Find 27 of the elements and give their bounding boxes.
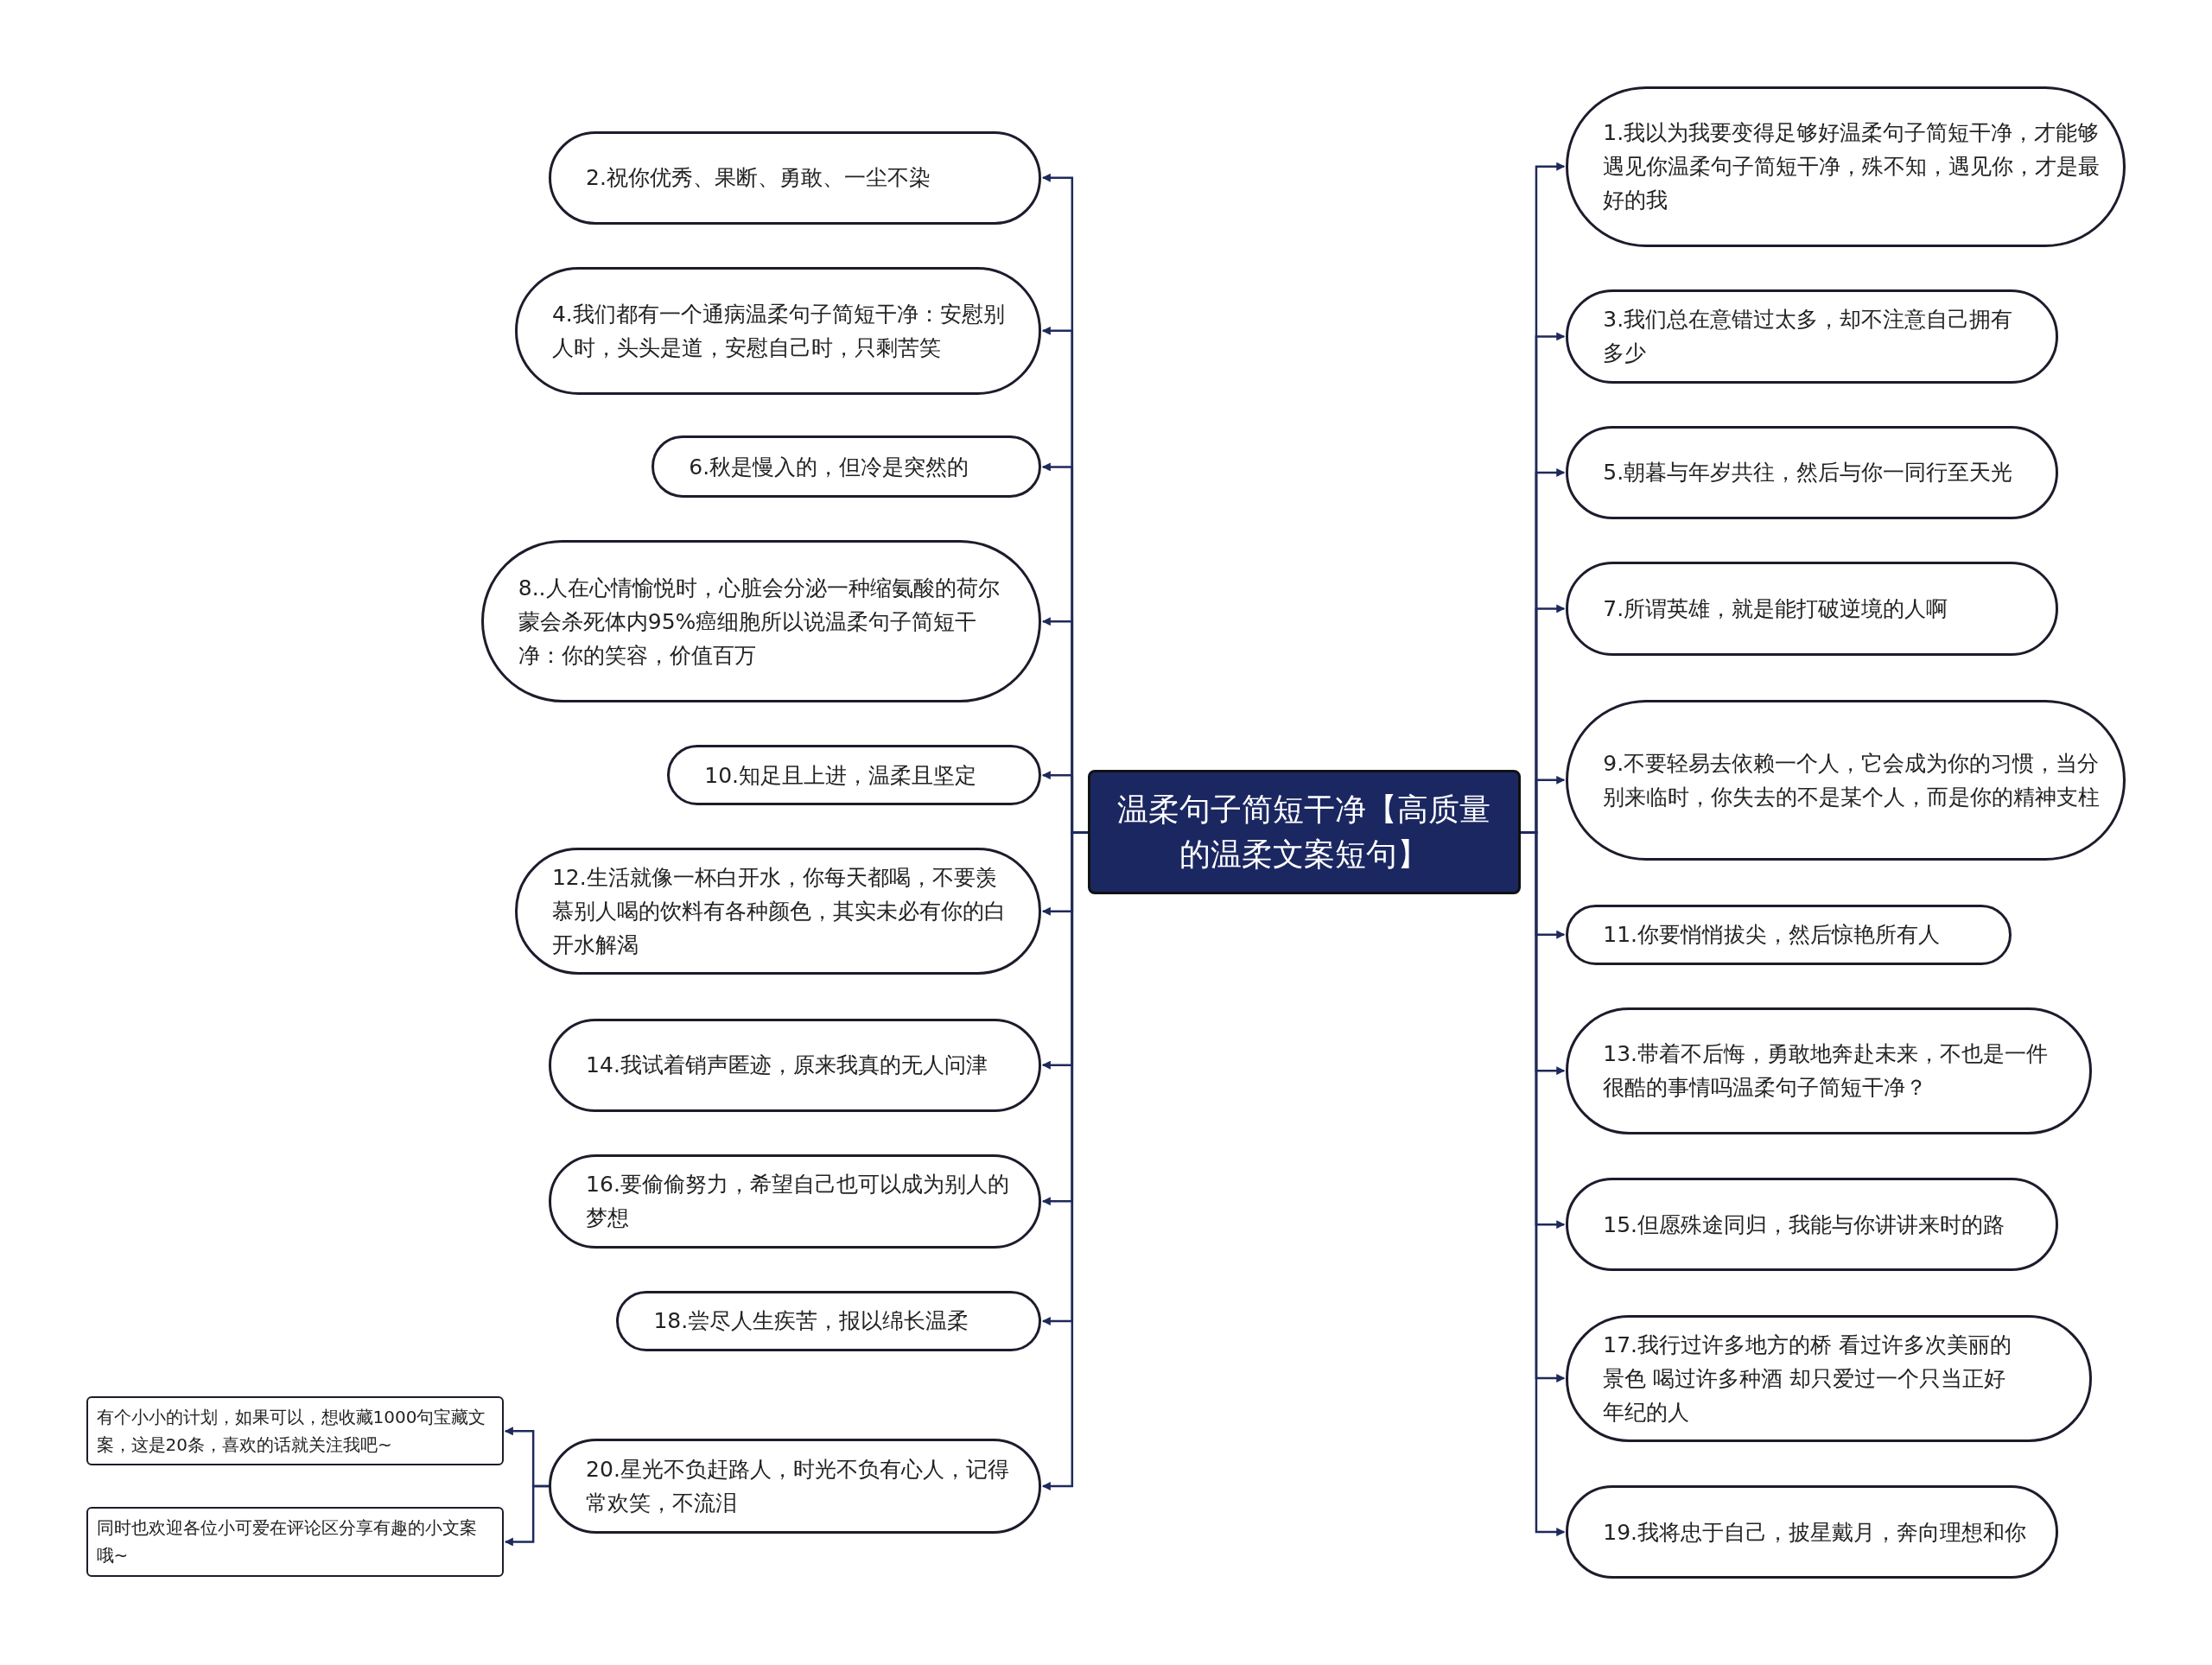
topic-text: 18.尝尽人生疾苦，报以绵长温柔	[653, 1307, 969, 1336]
topic-text: 19.我将忠于自己，披星戴月，奔向理想和你	[1603, 1518, 2026, 1547]
topic-text: 20.星光不负赶路人，时光不负有心人，记得常欢笑，不流泪	[586, 1456, 1010, 1517]
topic-text: 9.不要轻易去依赖一个人，它会成为你的习惯，当分别来临时，你失去的不是某个人，而是你的精神支柱	[1603, 749, 2101, 811]
topic-text: 7.所谓英雄，就是能打破逆境的人啊	[1603, 594, 1948, 623]
topic-text: 15.但愿殊途同归，我能与你讲讲来时的路	[1603, 1211, 2005, 1239]
central-topic-text: 温柔句子简短干净【高质量的温柔文案短句】	[1116, 791, 1492, 874]
central-topic-box	[1087, 770, 1521, 895]
topic-text: 1.我以为我要变得足够好温柔句子简短干净，才能够遇见你温柔句子简短干净，殊不知，遇见你，才是最好的我	[1603, 119, 2101, 215]
topic-text: 17.我行过许多地方的桥 看过许多次美丽的景色 喝过许多种酒 却只爱过一个只当正好年纪的人	[1603, 1331, 2012, 1427]
topic-text: 6.秋是慢入的，但冷是突然的	[689, 453, 969, 481]
note-box	[86, 1506, 504, 1578]
topic-text: 10.知足且上进，温柔且坚定	[704, 761, 976, 790]
topic-text: 8..人在心情愉悦时，心脏会分泌一种缩氨酸的荷尔蒙会杀死体内95%癌细胞所以说温柔句子简短干净：你的笑容，价值百万	[518, 574, 1001, 670]
topic-text: 14.我试着销声匿迹，原来我真的无人问津	[586, 1052, 988, 1080]
topic-text: 5.朝暮与年岁共往，然后与你一同行至天光	[1603, 459, 2013, 487]
topic-text: 11.你要悄悄拔尖，然后惊艳所有人	[1603, 921, 1940, 950]
topic-text: 4.我们都有一个通病温柔句子简短干净：安慰别人时，头头是道，安慰自己时，只剩苦笑	[551, 300, 1006, 362]
note-box	[86, 1396, 504, 1466]
topic-text: 13.带着不后悔，勇敢地奔赴未来，不也是一件很酷的事情吗温柔句子简短干净？	[1603, 1040, 2049, 1103]
note-text: 有个小小的计划，如果可以，想收藏1000句宝藏文案，这是20条，喜欢的话就关注我吧~	[96, 1406, 487, 1458]
topic-text: 3.我们总在意错过太多，却不注意自己拥有多少	[1603, 306, 2014, 368]
topic-text: 16.要偷偷努力，希望自己也可以成为别人的梦想	[586, 1171, 1010, 1233]
topic-text: 2.祝你优秀、果断、勇敢、一尘不染	[586, 164, 931, 193]
note-text: 同时也欢迎各位小可爱在评论区分享有趣的小文案哦~	[96, 1516, 478, 1568]
connector-arrow	[504, 1484, 550, 1547]
topic-text: 12.生活就像一杯白开水，你每天都喝，不要羡慕别人喝的饮料有各种颜色，其实未必有你的白开水解渴	[551, 864, 1007, 960]
